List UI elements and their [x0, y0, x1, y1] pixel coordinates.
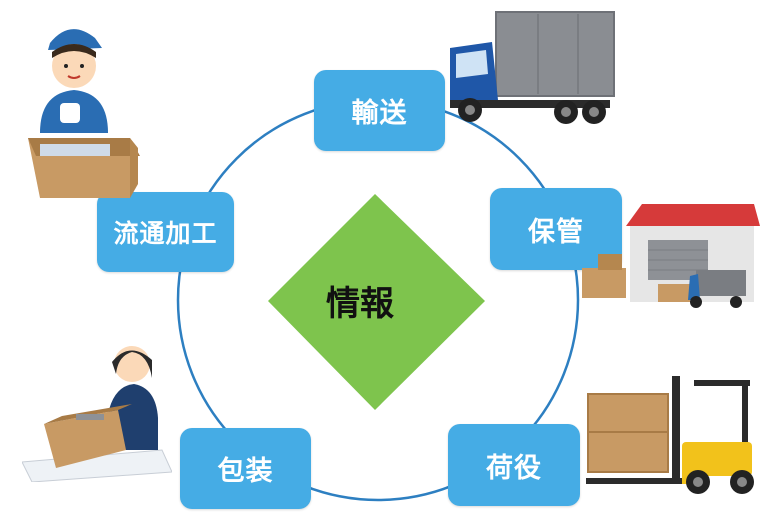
warehouse-icon — [582, 204, 760, 308]
center-label: 情報 — [326, 283, 394, 324]
forklift-icon — [586, 376, 754, 494]
node-processing: 流通加工 — [97, 192, 234, 272]
delivery-worker-icon — [28, 29, 140, 198]
packer-worker-icon — [22, 346, 172, 482]
box-truck-icon — [450, 11, 615, 124]
node-transport: 輸送 — [314, 70, 445, 151]
node-handling: 荷役 — [448, 424, 580, 506]
node-packaging: 包装 — [180, 428, 311, 509]
center-diamond — [268, 194, 485, 410]
